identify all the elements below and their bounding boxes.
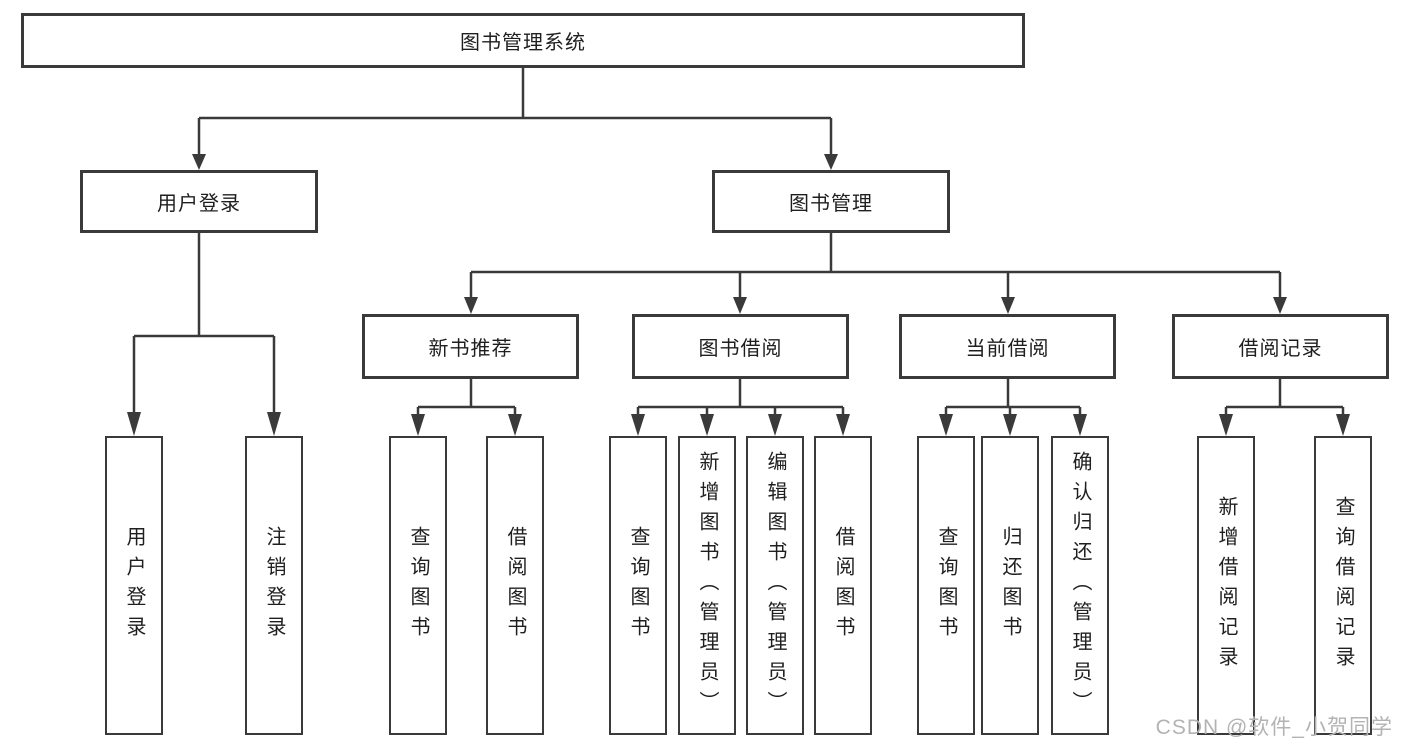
node-root: 图书管理系统 <box>21 13 1025 68</box>
leaf-current-confirm-return-admin: 确认归还（管理员） <box>1051 436 1109 735</box>
leaf-current-return-books-label: 归还图书 <box>999 525 1021 646</box>
watermark: CSDN @软件_小贺同学 <box>1155 716 1393 739</box>
connector-root <box>192 68 838 170</box>
group-current-borrow: 当前借阅 <box>899 314 1116 379</box>
leaf-borrow-query-books-label: 查询图书 <box>627 525 649 646</box>
leaf-records-add-record: 新增借阅记录 <box>1197 436 1255 735</box>
group-borrow-records: 借阅记录 <box>1172 314 1389 379</box>
branch-book-management: 图书管理 <box>712 170 950 233</box>
leaf-borrow-borrow-books-label: 借阅图书 <box>832 525 854 646</box>
leaf-current-confirm-return-admin-label: 确认归还（管理员） <box>1069 450 1091 721</box>
connector-current-borrow <box>939 379 1087 436</box>
leaf-recommend-query-books-label: 查询图书 <box>407 525 429 646</box>
leaf-borrow-add-books-admin-label: 新增图书（管理员） <box>696 450 718 721</box>
connector-new-book-recommend <box>411 379 522 436</box>
leaf-recommend-borrow-books: 借阅图书 <box>486 436 544 735</box>
group-new-book-recommend-label: 新书推荐 <box>428 338 513 360</box>
leaf-current-query-books-label: 查询图书 <box>935 525 957 646</box>
group-new-book-recommend: 新书推荐 <box>362 314 579 379</box>
connector-book-management <box>464 233 1287 314</box>
branch-user-login-label: 用户登录 <box>157 193 241 215</box>
connector-user-login <box>127 233 281 436</box>
leaf-current-query-books: 查询图书 <box>917 436 975 735</box>
leaf-records-query-record-label: 查询借阅记录 <box>1332 495 1354 676</box>
leaf-borrow-add-books-admin: 新增图书（管理员） <box>678 436 736 735</box>
leaf-borrow-edit-books-admin: 编辑图书（管理员） <box>746 436 804 735</box>
leaf-borrow-edit-books-admin-label: 编辑图书（管理员） <box>764 450 786 721</box>
group-book-borrow: 图书借阅 <box>632 314 849 379</box>
leaf-records-query-record: 查询借阅记录 <box>1314 436 1372 735</box>
leaf-records-add-record-label: 新增借阅记录 <box>1215 495 1237 676</box>
leaf-logout-label: 注销登录 <box>263 525 285 646</box>
node-root-label: 图书管理系统 <box>460 32 586 54</box>
leaf-current-return-books: 归还图书 <box>981 436 1039 735</box>
branch-user-login: 用户登录 <box>80 170 318 233</box>
leaf-borrow-borrow-books: 借阅图书 <box>814 436 872 735</box>
leaf-user-login-label: 用户登录 <box>123 525 145 646</box>
group-borrow-records-label: 借阅记录 <box>1238 338 1323 360</box>
leaf-logout: 注销登录 <box>245 436 303 735</box>
leaf-recommend-query-books: 查询图书 <box>389 436 447 735</box>
group-book-borrow-label: 图书借阅 <box>698 338 783 360</box>
connector-borrow-records <box>1219 379 1350 436</box>
leaf-borrow-query-books: 查询图书 <box>609 436 667 735</box>
group-current-borrow-label: 当前借阅 <box>965 338 1050 360</box>
connector-book-borrow <box>631 379 850 436</box>
leaf-user-login: 用户登录 <box>105 436 163 735</box>
branch-book-management-label: 图书管理 <box>789 193 873 215</box>
leaf-recommend-borrow-books-label: 借阅图书 <box>504 525 526 646</box>
